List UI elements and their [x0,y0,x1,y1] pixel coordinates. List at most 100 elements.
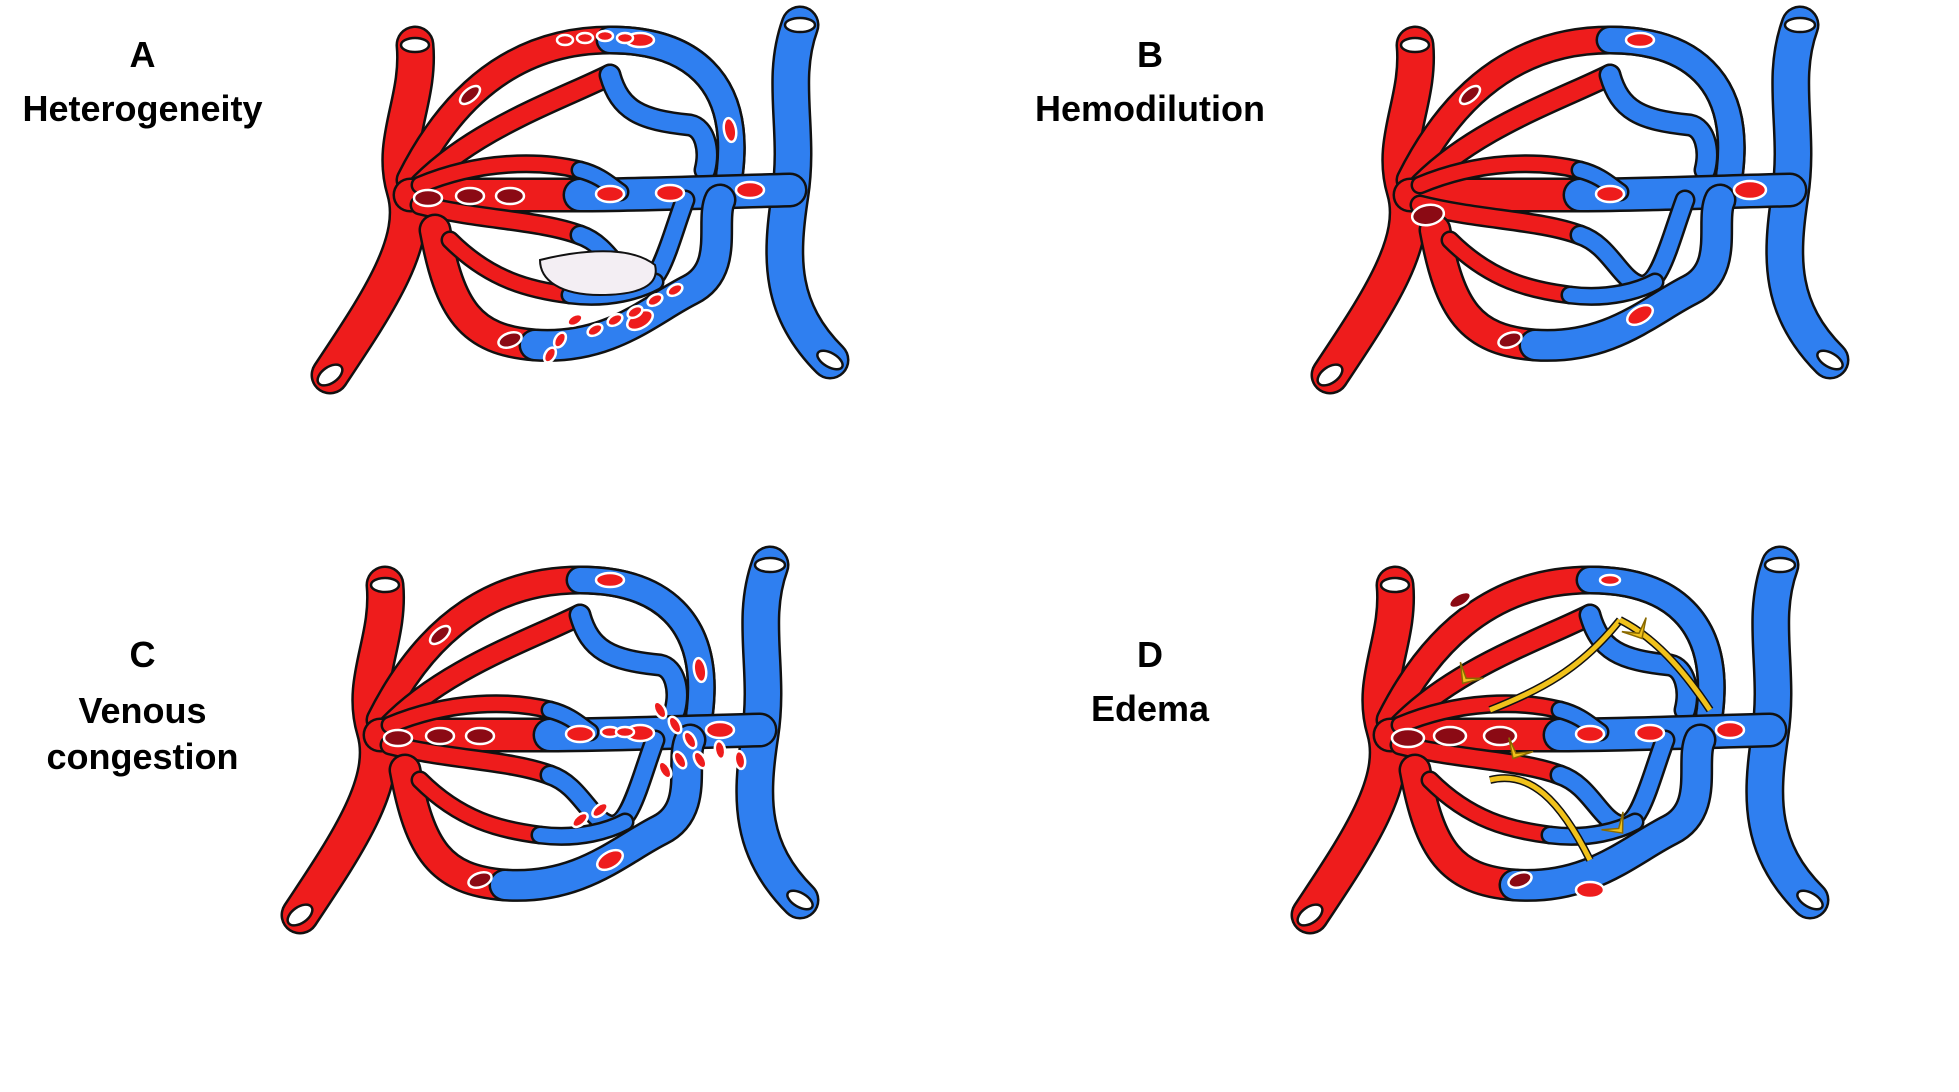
arteriole-opening-icon [286,903,314,927]
red-blood-cell-icon [1714,720,1746,740]
panel-c-diagram [280,545,820,935]
red-blood-cell-icon [1447,590,1473,610]
red-blood-cell-icon [1574,880,1606,900]
red-blood-cell-icon [654,183,686,203]
red-blood-cell-icon [722,116,738,144]
red-blood-cell-icon [606,312,624,328]
red-blood-cell-icon [586,322,604,338]
red-blood-cell-icon [614,725,636,739]
capillary-bottom-loop [1401,756,1529,899]
red-blood-cell-icon [672,750,688,770]
panel-d-diagram [1290,545,1830,935]
capillary-bottom-loop-venous [491,726,704,900]
venule-opening-icon [783,16,817,34]
panel-a-label: A Heterogeneity [0,32,285,132]
red-blood-cell-icon [692,750,708,770]
capillary-bottom-loop-venous [1521,186,1734,360]
arteriole-opening-icon [316,363,344,387]
red-blood-cell-icon [652,700,668,720]
red-blood-cell-icon [1732,179,1768,201]
red-blood-cell-icon [595,29,615,43]
red-blood-cell-icon [412,188,444,208]
red-blood-cell-icon [575,31,595,45]
capillary-lower-diagonal-venous [1543,815,1642,844]
panel-b-diagram [1310,5,1850,395]
panel-b-title: Hemodilution [1035,88,1265,129]
venule-opening-icon [1816,349,1844,371]
arteriole-opening-icon [1399,36,1431,54]
venule-opening-icon [786,889,814,911]
red-blood-cell-icon [626,304,644,320]
red-blood-cell-icon [1410,203,1446,227]
red-blood-cell-icon [591,801,609,819]
capillary-mid-upper [1393,696,1567,732]
venule-opening-icon [1783,16,1817,34]
capillary-lower-diagonal-venous [1563,275,1662,304]
venule-opening-icon [1796,889,1824,911]
red-blood-cell-icon [657,760,673,780]
plasma-gap [538,250,657,297]
capillary-lower-diagonal [413,773,547,842]
red-blood-cell-icon [566,312,584,328]
capillary-lower-diagonal [1443,233,1577,302]
capillary-inner-top-venous [1601,66,1716,179]
red-blood-cell-icon [1594,184,1626,204]
panel-d-letter: D [1137,634,1163,675]
red-blood-cell-icon [382,728,414,748]
capillary-inner-top-venous [571,606,686,719]
red-blood-cell-icon [1458,84,1482,106]
arrow-chevron-icon [1621,617,1647,640]
red-blood-cell-icon [552,331,568,349]
arrow-chevron-icon [1601,811,1624,834]
capillary-bottom-loop-venous [521,186,734,360]
capillary-lower-diagonal [443,233,577,302]
red-blood-cell-icon [692,656,708,684]
red-blood-cell-icon [1482,725,1518,747]
venule-opening-icon [816,349,844,371]
red-blood-cell-icon [682,730,698,750]
red-blood-cell-icon [542,346,558,364]
red-blood-cell-icon [1574,724,1606,744]
lymphatic-channel [1489,618,1622,713]
capillary-mid-upper [1413,156,1587,192]
red-blood-cell-icon [1507,870,1533,890]
red-blood-cell-icon [704,720,736,740]
red-blood-cell-icon [571,811,589,829]
panel-c-label: C Venous congestion [10,632,275,780]
red-blood-cell-icon [713,739,727,761]
arrow-chevron-icon [1508,737,1534,760]
capillary-mid-upper [383,696,557,732]
arteriole-opening-icon [369,576,401,594]
red-blood-cell-icon [594,184,626,204]
red-blood-cell-icon [494,186,526,206]
capillary-lower-diagonal-venous [533,815,632,844]
red-blood-cell-icon [1598,573,1622,587]
capillary-mid-lower [382,737,558,783]
red-blood-cell-icon [1625,303,1655,327]
red-blood-cell-icon [555,33,575,47]
capillary-bottom-loop-venous [1501,726,1714,900]
capillary-mid-lower [412,197,588,243]
red-blood-cell-icon [594,571,626,589]
red-blood-cell-icon [666,282,684,298]
red-blood-cell-icon [595,848,625,872]
panel-a-title: Heterogeneity [22,88,263,129]
red-blood-cell-icon [424,726,456,746]
red-blood-cell-icon [497,330,523,350]
red-blood-cell-icon [1497,330,1523,350]
red-blood-cell-icon [464,726,496,746]
red-blood-cell-icon [1390,727,1426,749]
venule-opening-icon [753,556,787,574]
capillary-lower-diagonal [1423,773,1557,842]
venule-opening-icon [1763,556,1797,574]
panel-d-title: Edema [1090,688,1210,729]
red-blood-cell-icon [1624,31,1656,49]
arteriole-opening-icon [1379,576,1411,594]
red-blood-cell-icon [467,870,493,890]
red-blood-cell-icon [667,715,683,735]
red-blood-cell-icon [564,724,596,744]
arteriole-opening-icon [399,36,431,54]
capillary-mid-lower [1392,737,1568,783]
red-blood-cell-icon [454,186,486,206]
